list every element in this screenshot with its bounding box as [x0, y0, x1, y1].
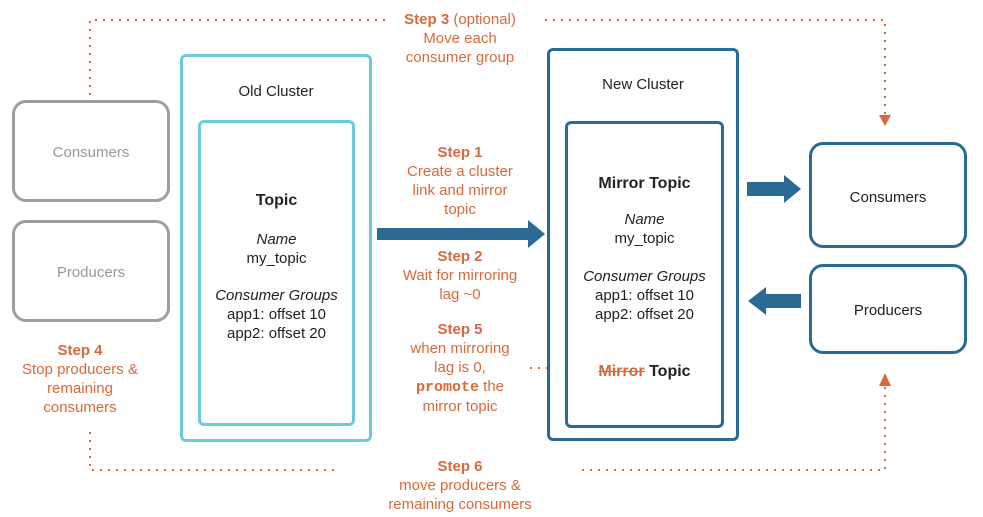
new-groups-label: Consumer Groups — [583, 268, 706, 285]
step3-suffix: (optional) — [449, 11, 516, 28]
mirror-arrow — [377, 220, 545, 248]
old-consumers-label: Consumers — [52, 144, 130, 161]
step5-the: the — [478, 378, 505, 395]
new-cluster-title: New Cluster — [602, 76, 684, 93]
step1-line-2: link and mirror — [412, 182, 508, 199]
step3-line-1: Move each — [423, 30, 497, 47]
to-consumers-arrow — [747, 175, 801, 203]
step5-line-4: mirror topic — [422, 398, 498, 415]
old-topic-box: Topic Name my_topic Consumer Groups app1… — [198, 120, 355, 426]
new-consumers-label: Consumers — [849, 189, 927, 206]
old-producers-label: Producers — [56, 264, 126, 281]
step1-annotation: Step 1 Create a cluster link and mirror … — [380, 143, 540, 219]
step2-label: Step 2 — [437, 248, 483, 265]
step1-line-1: Create a cluster — [407, 163, 513, 180]
step1-line-3: topic — [444, 201, 476, 218]
mirror-topic-heading: Mirror Topic — [598, 175, 691, 192]
old-name-label: Name — [256, 231, 297, 248]
new-producers-box: Producers — [809, 264, 967, 354]
step6-annotation: Step 6 move producers & remaining consum… — [365, 457, 555, 514]
new-name-label: Name — [624, 211, 665, 228]
mirror-topic-box: Mirror Topic Name my_topic Consumer Grou… — [565, 121, 724, 428]
old-group-2: app2: offset 20 — [227, 325, 326, 342]
topic-word: Topic — [649, 363, 691, 380]
step5-line-2: lag is 0, — [434, 359, 486, 376]
step3-annotation: Step 3 (optional) Move each consumer gro… — [380, 10, 540, 67]
old-groups-label: Consumer Groups — [215, 287, 338, 304]
step5-line-1: when mirroring — [410, 340, 510, 357]
new-name-value: my_topic — [614, 230, 675, 247]
old-group-1: app1: offset 10 — [227, 306, 326, 323]
step3-dotted-path — [89, 19, 886, 120]
step2-line-1: Wait for mirroring — [402, 267, 518, 284]
old-cluster-title: Old Cluster — [238, 83, 314, 100]
step4-label: Step 4 — [57, 342, 103, 359]
step3-line-2: consumer group — [405, 49, 515, 66]
step4-line-2: remaining — [47, 380, 113, 397]
step5-label: Step 5 — [437, 321, 483, 338]
step4-line-3: consumers — [43, 399, 117, 416]
new-consumers-box: Consumers — [809, 142, 967, 248]
step4-line-1: Stop producers & — [22, 361, 138, 378]
step2-annotation: Step 2 Wait for mirroring lag ~0 — [380, 247, 540, 304]
step6-label: Step 6 — [437, 458, 483, 475]
step6-arrowhead — [879, 373, 891, 386]
struck-mirror-word: Mirror — [598, 363, 645, 380]
new-group-2: app2: offset 20 — [595, 306, 694, 323]
new-group-1: app1: offset 10 — [595, 287, 694, 304]
step5-line-3: promote the — [380, 377, 540, 397]
promoted-topic-heading: Mirror Topic — [568, 362, 721, 381]
old-producers-box: Producers — [12, 220, 170, 322]
step5-annotation: Step 5 when mirroring lag is 0, promote … — [380, 320, 540, 416]
new-cluster: New Cluster Mirror Topic Name my_topic C… — [547, 48, 739, 441]
step4-annotation: Step 4 Stop producers & remaining consum… — [0, 341, 160, 417]
step3-label: Step 3 — [404, 11, 450, 28]
step1-label: Step 1 — [437, 144, 483, 161]
step2-line-2: lag ~0 — [439, 286, 481, 303]
step6-line-2: remaining consumers — [388, 496, 532, 513]
step6-line-1: move producers & — [399, 477, 521, 494]
old-consumers-box: Consumers — [12, 100, 170, 202]
promote-command: promote — [415, 379, 479, 396]
topic-heading: Topic — [255, 192, 298, 209]
new-producers-label: Producers — [853, 302, 923, 319]
old-cluster: Old Cluster Topic Name my_topic Consumer… — [180, 54, 372, 442]
old-name-value: my_topic — [246, 250, 307, 267]
step3-arrowhead — [879, 115, 891, 126]
step3-heading: Step 3 (optional) — [380, 10, 540, 29]
from-producers-arrow — [748, 287, 801, 315]
